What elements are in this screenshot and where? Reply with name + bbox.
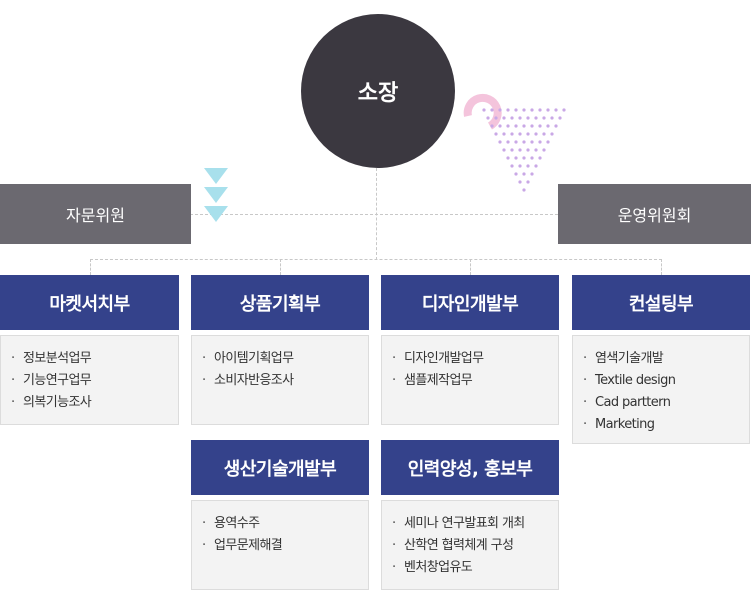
task-item: 샘플제작업무 — [392, 370, 548, 392]
task-item: Cad parttern — [583, 392, 739, 414]
dept-header-production-technology: 생산기술개발부 — [191, 440, 369, 495]
dept-name: 디자인개발부 — [421, 293, 519, 315]
task-item: 아이템기획업무 — [202, 348, 358, 370]
task-item: 의복기능조사 — [11, 392, 168, 414]
dept-tasks-production-technology: 용역수주 업무문제해결 — [191, 500, 369, 590]
steering-committee-box: 운영위원회 — [558, 184, 751, 244]
steering-committee-label: 운영위원회 — [617, 206, 692, 225]
dept-tasks-consulting: 염색기술개발 Textile design Cad parttern Marke… — [572, 335, 750, 444]
connector-dept-2 — [280, 259, 281, 275]
dotted-triangle-decoration — [482, 108, 566, 192]
dept-name: 컨설팅부 — [628, 293, 694, 315]
connector-dept-1 — [90, 259, 91, 275]
director-label: 소장 — [357, 81, 399, 106]
advisory-committee-label: 자문위원 — [66, 206, 125, 225]
task-item: 소비자반응조사 — [202, 370, 358, 392]
connector-dept-3 — [470, 259, 471, 275]
dept-header-product-planning: 상품기획부 — [191, 275, 369, 330]
task-item: 기능연구업무 — [11, 370, 168, 392]
task-item: 염색기술개발 — [583, 348, 739, 370]
dept-header-design-development: 디자인개발부 — [381, 275, 559, 330]
dept-name: 인력양성, 홍보부 — [407, 458, 533, 480]
director-circle: 소장 — [301, 14, 455, 168]
connector-departments — [90, 259, 662, 260]
dept-tasks-design-development: 디자인개발업무 샘플제작업무 — [381, 335, 559, 425]
task-item: 업무문제해결 — [202, 535, 358, 557]
advisory-committee-box: 자문위원 — [0, 184, 191, 244]
task-item: Textile design — [583, 370, 739, 392]
task-item: 산학연 협력체계 구성 — [392, 535, 548, 557]
task-item: 정보분석업무 — [11, 348, 168, 370]
dept-name: 생산기술개발부 — [223, 458, 337, 480]
dept-tasks-product-planning: 아이템기획업무 소비자반응조사 — [191, 335, 369, 425]
dept-name: 마켓서치부 — [49, 293, 130, 315]
connector-dept-4 — [661, 259, 662, 275]
dept-tasks-market-research: 정보분석업무 기능연구업무 의복기능조사 — [0, 335, 179, 425]
pink-ring-decoration — [463, 93, 502, 130]
task-item: 세미나 연구발표회 개최 — [392, 513, 548, 535]
task-item: 용역수주 — [202, 513, 358, 535]
dept-header-training-pr: 인력양성, 홍보부 — [381, 440, 559, 495]
dept-header-consulting: 컨설팅부 — [572, 275, 750, 330]
dept-name: 상품기획부 — [239, 293, 321, 315]
cyan-triangles-decoration — [204, 168, 228, 222]
task-item: 벤처창업유도 — [392, 557, 548, 579]
task-item: Marketing — [583, 414, 739, 436]
dept-tasks-training-pr: 세미나 연구발표회 개최 산학연 협력체계 구성 벤처창업유도 — [381, 500, 559, 590]
task-item: 디자인개발업무 — [392, 348, 548, 370]
connector-advisory — [190, 214, 558, 215]
dept-header-market-research: 마켓서치부 — [0, 275, 179, 330]
